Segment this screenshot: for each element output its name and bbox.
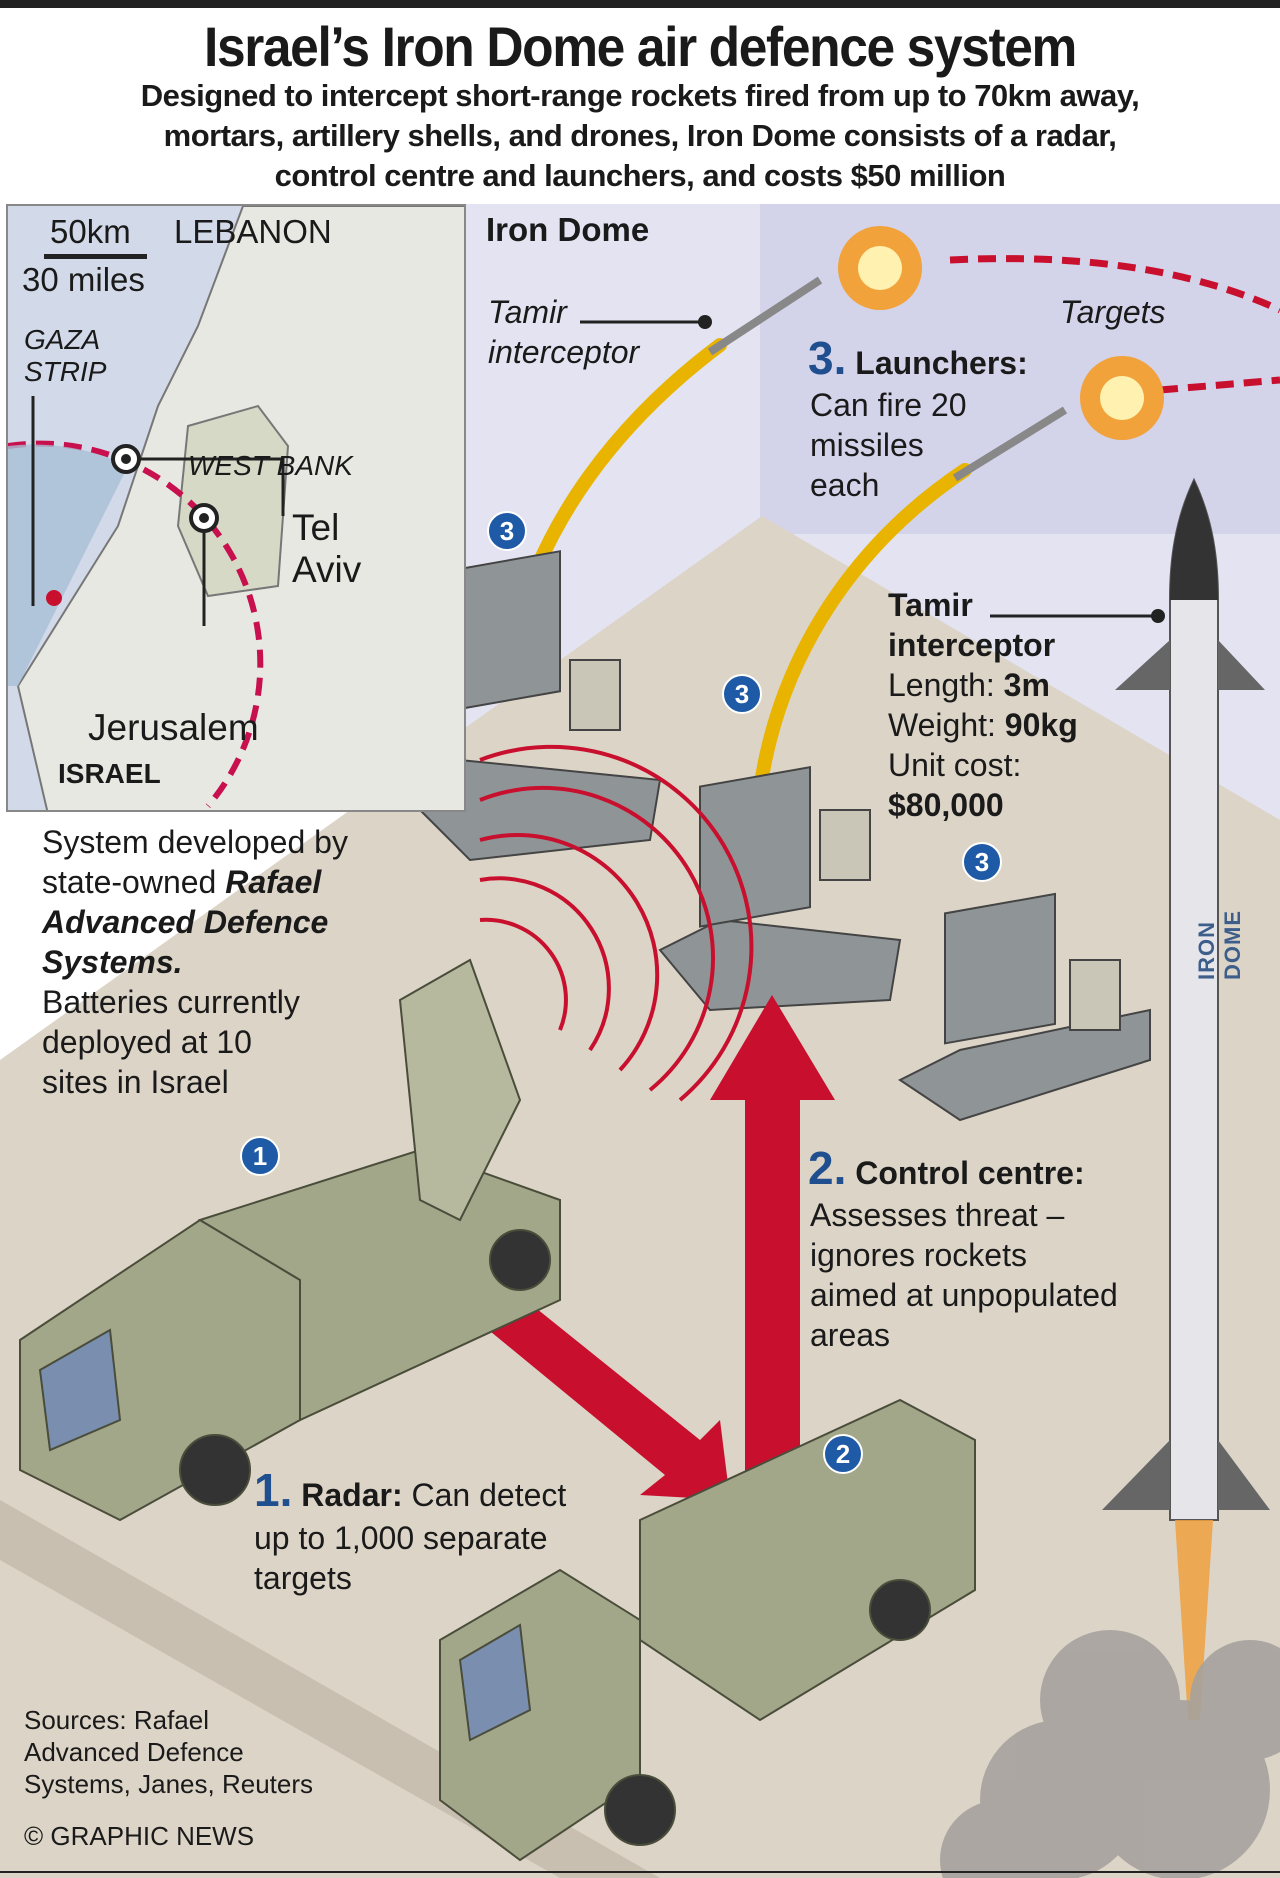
interceptor-cost-label: Unit cost: [888,747,1022,783]
developer-name: Advanced Defence [42,904,329,940]
interceptor-weight: Weight: 90kg [888,707,1078,743]
launchers-desc: Can fire 20 [810,387,967,423]
radar-wave [479,744,754,1102]
radar-title: 1. Radar: Can detect [254,1464,567,1516]
developer-text: sites in Israel [42,1064,229,1100]
badge-launcher: 3 [487,511,527,551]
location-map: 50km 30 miles LEBANON GAZA STRIP WEST BA… [6,204,466,812]
interceptor-cost: $80,000 [888,787,1004,823]
label-tel: Tel [292,507,340,548]
arrow-control-to-launchers [710,995,835,1475]
tamir-label: Tamir [488,294,567,330]
label-lebanon: LEBANON [174,213,332,250]
developer-text: deployed at 10 [42,1024,252,1060]
sources: Advanced Defence [24,1737,244,1767]
label-gaza-strip: STRIP [24,356,107,387]
radar-truck [19,958,561,1522]
tamir-interceptor-rocket [1102,477,1270,1720]
page-title: Israel’s Iron Dome air defence system [204,15,1077,78]
sources: Sources: Rafael [24,1705,209,1735]
developer-text: state-owned Rafael [42,864,322,900]
control-desc: aimed at unpopulated [810,1277,1118,1313]
missile-icon [952,406,1068,482]
label-gaza: GAZA [24,324,101,355]
label-jerusalem: Jerusalem [88,707,259,748]
missile-icon [707,276,823,356]
launchers-desc: missiles [810,427,924,463]
developer-name: Systems. [42,944,183,980]
credit: © GRAPHIC NEWS [24,1821,255,1851]
step-title: Launchers: [855,345,1028,381]
explosion-icon [1080,356,1164,440]
map-graphic [8,206,464,810]
interceptor-length: Length: 3m [888,667,1050,703]
label-israel: ISRAEL [58,758,161,789]
control-centre-truck [439,1398,976,1862]
radar-desc: up to 1,000 separate [254,1520,548,1556]
scale-km: 50km [50,213,131,250]
interceptor-trail [753,463,972,797]
subtitle-line: mortars, artillery shells, and drones, I… [163,118,1117,153]
launcher-icon [898,892,1151,1122]
targets-label: Targets [1060,294,1166,330]
explosion-icon [838,226,922,310]
scale-miles: 30 miles [22,261,145,298]
label-west-bank: WEST BANK [188,450,353,481]
launcher-icon [658,765,902,1012]
tamir-label: interceptor [488,334,640,370]
control-title: 2. Control centre: [808,1142,1085,1194]
step-number: 3. [808,332,847,384]
top-bar [0,0,1280,8]
developer-text: System developed by [42,824,348,860]
interceptor-title: interceptor [888,627,1056,663]
launchers-desc: each [810,467,880,503]
control-desc: areas [810,1317,891,1353]
subtitle-line: control centre and launchers, and costs … [274,158,1006,193]
badge-launcher: 3 [962,842,1002,882]
launchers-title: 3. Launchers: [808,335,1028,383]
developer-text: Batteries currently [42,984,300,1020]
badge-radar: 1 [240,1136,280,1176]
subtitle-line: Designed to intercept short-range rocket… [140,78,1140,113]
target-path [1159,376,1280,394]
target-path [949,255,1280,314]
iron-dome-heading: Iron Dome [486,211,650,248]
interceptor-title: Tamir [888,587,973,623]
sources: Systems, Janes, Reuters [24,1769,313,1799]
label-aviv: Aviv [292,549,362,590]
badge-control: 2 [823,1434,863,1474]
control-desc: Assesses threat – [810,1197,1065,1233]
radar-desc: targets [254,1560,352,1596]
control-desc: ignores rockets [810,1237,1027,1273]
smoke [940,1630,1280,1878]
rocket-body-text: IRON DOME [1194,910,1245,980]
badge-launcher: 3 [722,674,762,714]
